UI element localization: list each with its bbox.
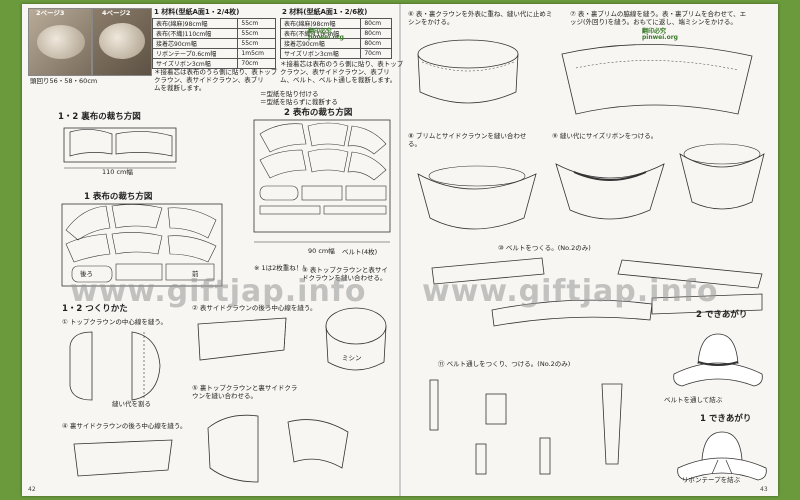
step-8: ⑧ ブリムとサイドクラウンを縫い合わせる。 xyxy=(408,132,527,149)
left-page-number: 42 xyxy=(28,486,36,493)
part-label-back: 後ろ xyxy=(80,270,93,278)
ribbon-note: リボンテープを結ぶ xyxy=(682,476,741,484)
material2-note-1: ＊接着芯は表布のうら側に貼り、表トップ xyxy=(280,60,404,68)
watermark-logo-en: pinwei.org xyxy=(642,34,678,41)
watermark-logo-cn: 翻印必究 xyxy=(642,28,667,35)
hat-photo-2 xyxy=(92,8,152,76)
step-1: ① トップクラウンの中心線を縫う。 xyxy=(62,318,168,326)
material2-note-2: クラウン、表サイドクラウン、表ブリ xyxy=(280,68,390,76)
dim-110: 110 cm幅 xyxy=(102,168,133,176)
cut1-title: 1 表布の裁ち方図 xyxy=(84,192,153,202)
step-10: ⑩ ベルトをつくる。(No.2のみ) xyxy=(498,244,591,252)
done-1-title: 1 できあがり xyxy=(700,414,752,424)
step9-diagram xyxy=(555,163,665,220)
step11-diagram xyxy=(429,379,623,475)
sew-label-machine: ミシン xyxy=(342,354,362,362)
cut2-title: 2 表布の裁ち方図 xyxy=(284,108,353,118)
step7-diagram xyxy=(561,44,753,115)
material2-title: 2 材料(型紙A面1・2/6枚) xyxy=(282,8,368,16)
cut1-layout-diagram xyxy=(61,203,223,287)
step-5: ⑤ 裏トップクラウンと裏サイドクラウンを縫い合わせる。 xyxy=(192,384,298,401)
step10-diagram xyxy=(431,257,763,327)
belt-note: ベルトを通して結ぶ xyxy=(664,396,723,404)
site-watermark-left: www.giftjap.info xyxy=(70,274,367,309)
material1-note-3: ムを裁断します。 xyxy=(154,84,206,92)
material2-note-3: ム、ベルト、ベルト通しを裁断します。 xyxy=(280,76,397,84)
note-two-layers: ※ 1は2枚重ね！！ xyxy=(254,264,309,272)
part-label-front: 前 xyxy=(192,270,199,278)
step-7: ⑦ 表・裏ブリムの脇線を縫う。表・裏ブリムを合わせて、エッジ(外回り)を縫う。お… xyxy=(570,10,747,27)
sew-label-open: 縫い代を割る xyxy=(112,400,151,408)
step9-result-diagram xyxy=(679,143,765,210)
step3-diagram xyxy=(325,307,387,371)
step-4: ④ 裏サイドクラウンの後ろ中心線を縫う。 xyxy=(62,422,187,430)
step6-diagram xyxy=(417,39,519,104)
material1-title: 1 材料(型紙A面1・2/4枚) xyxy=(154,8,240,16)
magazine-spread: 2ページ3 4ページ2 頭回り56・58・60cm 1 材料(型紙A面1・2/4… xyxy=(22,4,778,496)
step-6: ⑥ 表・裏クラウンを外表に重ね、縫い代に止めミシンをかける。 xyxy=(408,10,553,27)
done-2-title: 2 できあがり xyxy=(696,310,748,320)
photo-label-1: 2ページ3 xyxy=(36,9,65,17)
cut12-layout-diagram xyxy=(63,127,177,169)
cut2-layout-diagram xyxy=(253,119,391,243)
size-note: 頭回り56・58・60cm xyxy=(30,77,98,85)
dim-90: 90 cm幅 xyxy=(308,247,335,255)
step5-diagram xyxy=(207,414,349,483)
step-9: ⑨ 縫い代にサイズリボンをつける。 xyxy=(552,132,658,140)
step-3: ③ 表トップクラウンと表サイドクラウンを縫い合わせる。 xyxy=(302,266,388,283)
step-11: ⑪ ベルト通しをつくり、つける。(No.2のみ) xyxy=(438,360,571,368)
step8-diagram xyxy=(417,165,537,230)
material1-note-1: ＊接着芯は表布のうら側に貼り、表トップ xyxy=(154,68,278,76)
watermark-logo-en-2: pinwei.org xyxy=(308,34,344,41)
steps-title: 1・2 つくりかた xyxy=(62,304,128,314)
legend-paste: ＝型紙を貼り付ける xyxy=(260,90,319,98)
belt-label: ベルト(4枚) xyxy=(342,248,378,256)
right-page-number: 43 xyxy=(760,486,768,493)
step2-diagram xyxy=(197,317,287,361)
step1-diagram xyxy=(69,331,161,401)
finished-hat-2 xyxy=(673,333,763,387)
material1-note-2: クラウン、表サイドクラウン、表ブリ xyxy=(154,76,264,84)
site-watermark-right: www.giftjap.info xyxy=(422,274,719,309)
hat-photo-1 xyxy=(28,8,92,76)
step-2: ② 表サイドクラウンの後ろ中心線を縫う。 xyxy=(192,304,317,312)
finished-hat-1 xyxy=(677,431,767,481)
photo-label-2: 4ページ2 xyxy=(102,9,131,17)
cut12-title: 1・2 裏布の裁ち方図 xyxy=(58,112,141,122)
watermark-logo-cn-2: 翻印必究 xyxy=(308,28,333,35)
step4-diagram xyxy=(73,439,173,477)
book-spine xyxy=(399,4,401,496)
legend-nopaste: ＝型紙を貼らずに裁断する xyxy=(260,98,338,106)
